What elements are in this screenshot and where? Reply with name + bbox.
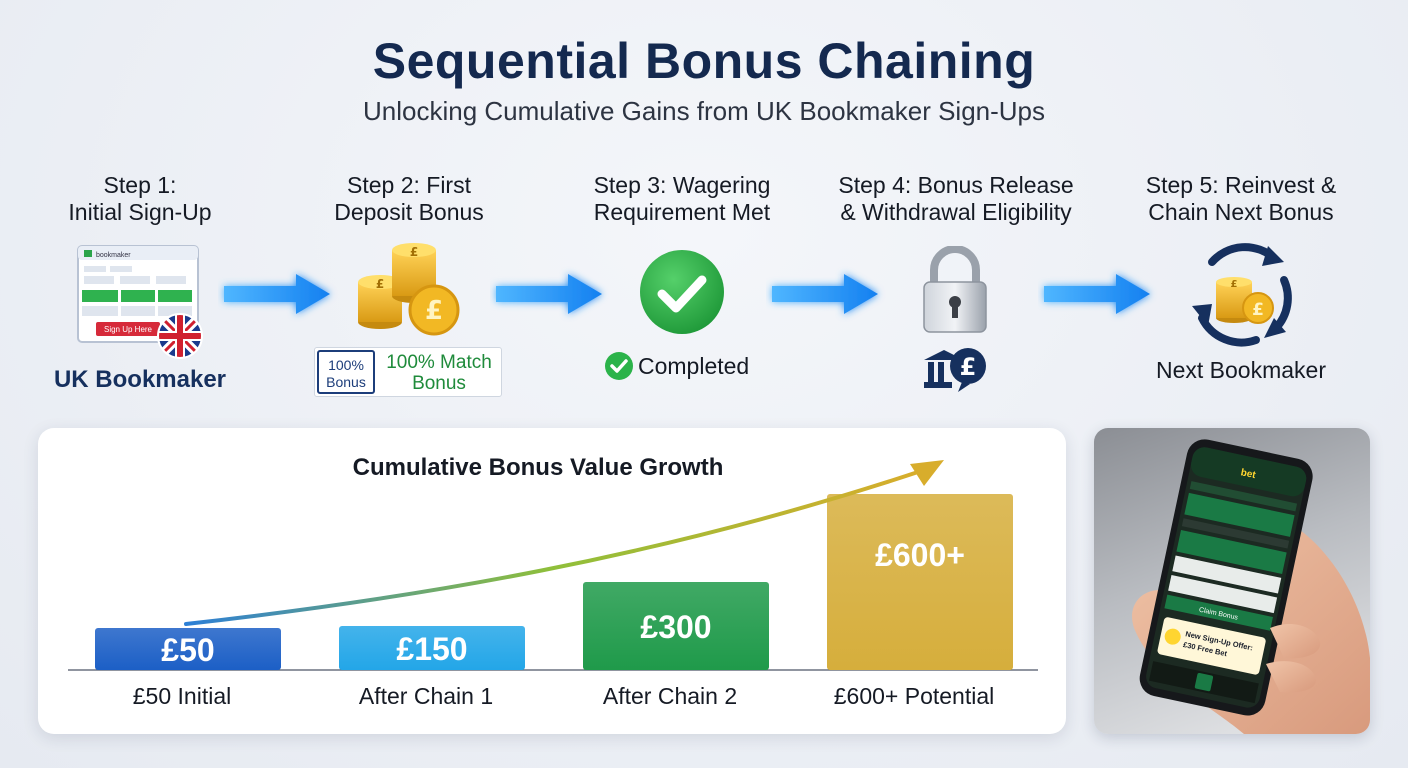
svg-text:£: £	[425, 296, 443, 326]
checkmark-icon	[640, 250, 724, 334]
step-2-line2: Deposit Bonus	[334, 199, 484, 225]
phone-photo-card: bet Claim Bonus New Sign-Up Offer: £30 F…	[1094, 428, 1370, 734]
chart-title: Cumulative Bonus Value Growth	[352, 454, 724, 481]
step-5-line2: Chain Next Bonus	[1148, 199, 1334, 225]
step-1-caption: UK Bookmaker	[53, 366, 227, 393]
category-label: £50 Initial	[133, 683, 231, 709]
step-4-line1: Step 4: Bonus Release	[838, 172, 1074, 198]
step-3-label: Step 3: Wagering Requirement Met	[547, 172, 817, 226]
site-header-text: bookmaker	[96, 252, 131, 259]
step-3-line2: Requirement Met	[593, 199, 771, 225]
step-3-line1: Step 3: Wagering	[593, 172, 771, 198]
page-title: Sequential Bonus Chaining	[372, 33, 1036, 89]
category-label: After Chain 1	[359, 683, 493, 709]
chart-bar	[827, 494, 1013, 670]
flow-arrow-icon	[772, 274, 878, 314]
uk-flag-icon	[157, 313, 203, 359]
small-check-icon	[605, 352, 633, 380]
bar-value-label: £600+	[875, 537, 965, 573]
trend-line	[184, 470, 920, 626]
step-5-line1: Step 5: Reinvest &	[1145, 172, 1337, 198]
bookmaker-site-icon: bookmaker Sign Up Here	[77, 245, 203, 359]
bonus-ticket-icon: 100% Bonus	[317, 350, 375, 394]
step-4-label: Step 4: Bonus Release & Withdrawal Eligi…	[821, 172, 1091, 226]
bar-value-label: £150	[396, 631, 467, 667]
sign-up-button-text: Sign Up Here	[104, 325, 153, 334]
chart-bar	[583, 582, 769, 670]
step-3-caption: Completed	[638, 353, 750, 379]
svg-text:£: £	[1252, 300, 1264, 320]
step-4-line2: & Withdrawal Eligibility	[840, 199, 1072, 225]
flow-arrow-icon	[1044, 274, 1150, 314]
cycle-coins-icon: £ £	[1192, 243, 1292, 347]
svg-text:£: £	[376, 277, 384, 291]
category-label: After Chain 2	[603, 683, 737, 709]
bank-pound-icon: £	[924, 348, 986, 392]
step-2-caption: 100% Match Bonus	[386, 352, 492, 394]
step-2-label: Step 2: First Deposit Bonus	[274, 172, 544, 226]
match-bonus-badge: 100% Bonus 100% Match Bonus	[314, 347, 502, 397]
chart-card: Cumulative Bonus Value Growth £50 £50 Ini…	[38, 428, 1066, 734]
flow-arrow-icon	[224, 274, 330, 314]
step-1-label: Step 1: Initial Sign-Up	[5, 172, 275, 226]
bar-value-label: £300	[640, 609, 711, 645]
phone-in-hand-image: bet Claim Bonus New Sign-Up Offer: £30 F…	[1132, 439, 1370, 734]
category-label: £600+ Potential	[834, 683, 995, 709]
chart-bar	[339, 626, 525, 670]
svg-text:£: £	[410, 245, 418, 259]
svg-text:£: £	[960, 353, 977, 381]
phone-app-name: bet	[1240, 467, 1258, 481]
step-1-line1: Step 1:	[103, 172, 177, 198]
step-5-label: Step 5: Reinvest & Chain Next Bonus	[1106, 172, 1376, 226]
step-2-line1: Step 2: First	[347, 172, 471, 198]
coin-stack-icon: £ £ £	[358, 243, 460, 336]
flow-arrow-icon	[496, 274, 602, 314]
padlock-icon	[923, 246, 987, 333]
svg-text:£: £	[1231, 279, 1238, 290]
chart-bar	[95, 628, 281, 670]
page-subtitle: Unlocking Cumulative Gains from UK Bookm…	[362, 96, 1046, 126]
step-1-line2: Initial Sign-Up	[68, 199, 212, 225]
bar-value-label: £50	[161, 632, 214, 668]
trend-arrow-head	[910, 460, 944, 486]
step-5-caption: Next Bookmaker	[1155, 357, 1326, 383]
